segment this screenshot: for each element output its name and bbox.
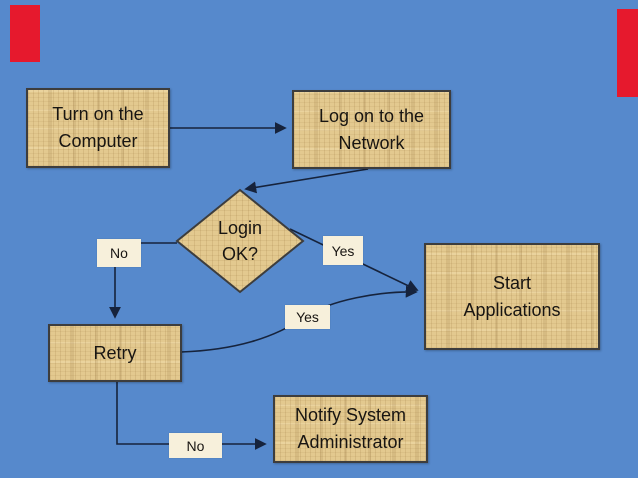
decision-diamond-shape [175,188,305,294]
node-notify-system-administrator: Notify System Administrator [273,395,428,463]
node-notify-system-administrator-label: Notify System Administrator [294,405,407,452]
node-start-applications: Start Applications [424,243,600,350]
edge-label-no-to-notify: No [169,433,222,458]
node-login-ok-label: Login OK? [217,217,263,264]
edge-label-no-to-retry: No [97,239,141,267]
edge-label-yes-to-start: Yes [323,236,363,265]
node-turn-on-computer-label: Turn on the Computer [52,104,144,151]
node-retry: Retry [48,324,182,382]
node-start-applications-label: Start Applications [463,272,561,320]
node-turn-on-computer: Turn on the Computer [26,88,170,168]
red-accent-top-left [10,5,40,62]
node-log-on-network: Log on to the Network [292,90,451,169]
connector-log-on-to-login-ok [244,168,369,194]
node-retry-label: Retry [93,342,137,363]
node-log-on-network-label: Log on to the Network [318,105,425,153]
edge-label-yes-retry-to-start: Yes [285,305,330,329]
red-accent-right [617,9,638,97]
